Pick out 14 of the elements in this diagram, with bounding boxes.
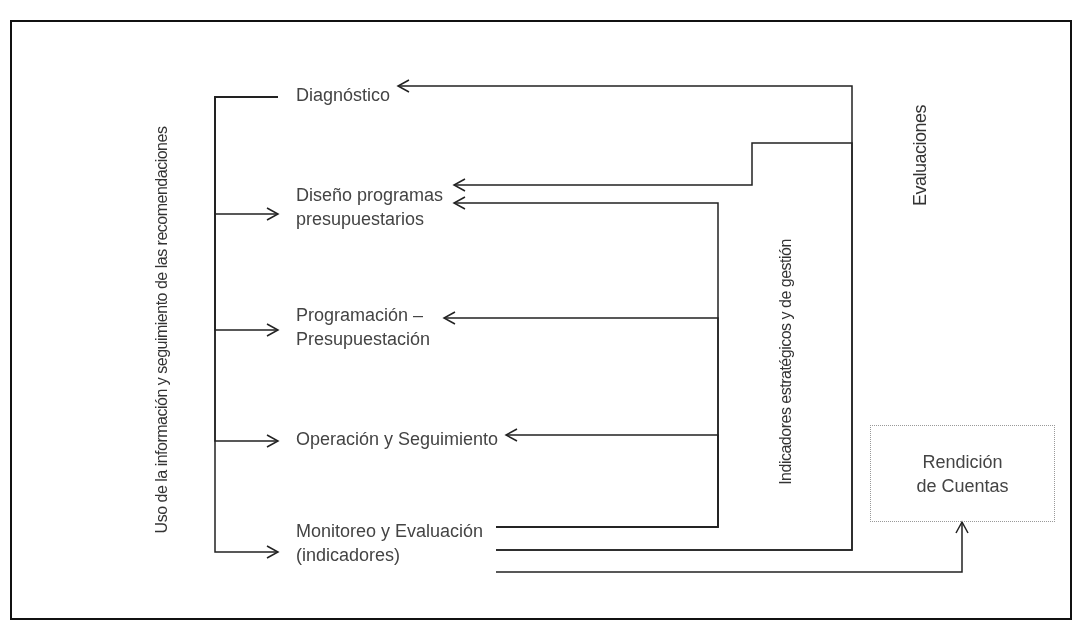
node-label: Operación y Seguimiento [295,428,499,451]
vertical-label: Evaluaciones [909,104,931,206]
node-label: Diseño programas presupuestarios [295,184,445,231]
node-label: Rendición de Cuentas [915,450,1010,498]
arrow [453,142,853,551]
vertical-label: Indicadores estratégicos y de gestión [776,239,795,485]
arrow [214,96,279,559]
arrow [495,428,719,528]
node-label: Programación – Presupuestación [295,304,432,351]
node-label: Monitoreo y Evaluación (indicadores) [295,519,485,567]
arrow [495,521,969,573]
node-label: Diagnóstico [295,84,391,107]
vertical-label: Uso de la información y seguimiento de las recomendaciones [152,126,171,534]
process-box [870,425,1055,522]
